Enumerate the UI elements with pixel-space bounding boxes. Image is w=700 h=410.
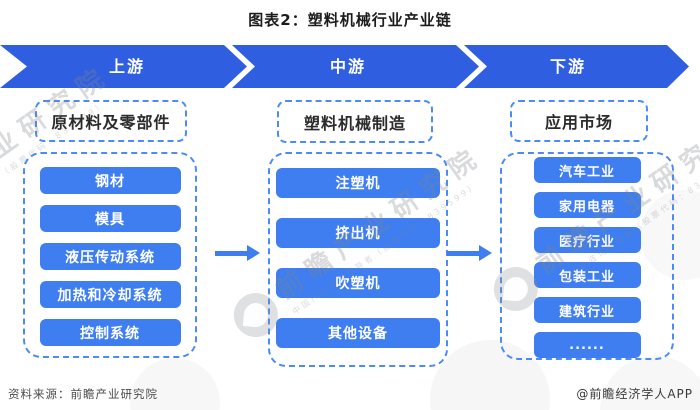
item-heating-cooling-system: 加热和冷却系统 bbox=[39, 281, 181, 308]
downstream-group: 汽车工业 家用电器 医疗行业 包装工业 建筑行业 ...... bbox=[500, 152, 674, 360]
item-blow-molding-machine: 吹塑机 bbox=[276, 268, 440, 298]
item-extruder: 挤出机 bbox=[276, 218, 440, 248]
stage-label-midstream: 中游 bbox=[329, 57, 367, 76]
item-home-appliances: 家用电器 bbox=[533, 192, 641, 218]
chevron-midstream bbox=[232, 45, 479, 88]
chevron-band bbox=[0, 45, 689, 88]
item-steel: 钢材 bbox=[39, 167, 181, 194]
item-auto-industry: 汽车工业 bbox=[533, 157, 641, 183]
arrow-head bbox=[247, 245, 260, 261]
source-note: 资料来源：前瞻产业研究院 bbox=[8, 387, 158, 401]
arrow-midstream-to-downstream-icon bbox=[447, 245, 493, 262]
credit-note: @前瞻经济学人APP bbox=[576, 387, 693, 401]
item-hydraulic-system: 液压传动系统 bbox=[39, 243, 181, 270]
upstream-group: 钢材 模具 液压传动系统 加热和冷却系统 控制系统 bbox=[23, 152, 197, 358]
chevron-downstream bbox=[464, 45, 689, 88]
item-injection-molding-machine: 注塑机 bbox=[276, 168, 440, 198]
section-header-raw-materials: 原材料及零部件 bbox=[35, 100, 187, 142]
midstream-group: 注塑机 挤出机 吹塑机 其他设备 bbox=[268, 152, 448, 367]
item-ellipsis: ...... bbox=[533, 332, 641, 358]
chevron-upstream bbox=[0, 45, 247, 88]
item-mold: 模具 bbox=[39, 205, 181, 232]
arrow-head bbox=[479, 245, 492, 261]
arrow-shaft bbox=[215, 251, 248, 256]
stage-banner bbox=[0, 45, 700, 88]
item-construction-industry: 建筑行业 bbox=[533, 297, 641, 323]
item-medical-industry: 医疗行业 bbox=[533, 227, 641, 253]
arrow-upstream-to-midstream-icon bbox=[215, 245, 261, 262]
item-other-equipment: 其他设备 bbox=[276, 318, 440, 348]
page-title: 图表2：塑料机械行业产业链 bbox=[248, 11, 452, 29]
item-control-system: 控制系统 bbox=[39, 319, 181, 346]
section-header-application-market: 应用市场 bbox=[510, 100, 648, 142]
stage-label-downstream: 下游 bbox=[549, 57, 587, 76]
watermark-blob bbox=[130, 358, 220, 410]
stage-label-upstream: 上游 bbox=[108, 57, 146, 76]
item-packaging-industry: 包装工业 bbox=[533, 262, 641, 288]
arrow-shaft bbox=[447, 251, 480, 256]
section-header-manufacturing: 塑料机械制造 bbox=[277, 100, 433, 143]
